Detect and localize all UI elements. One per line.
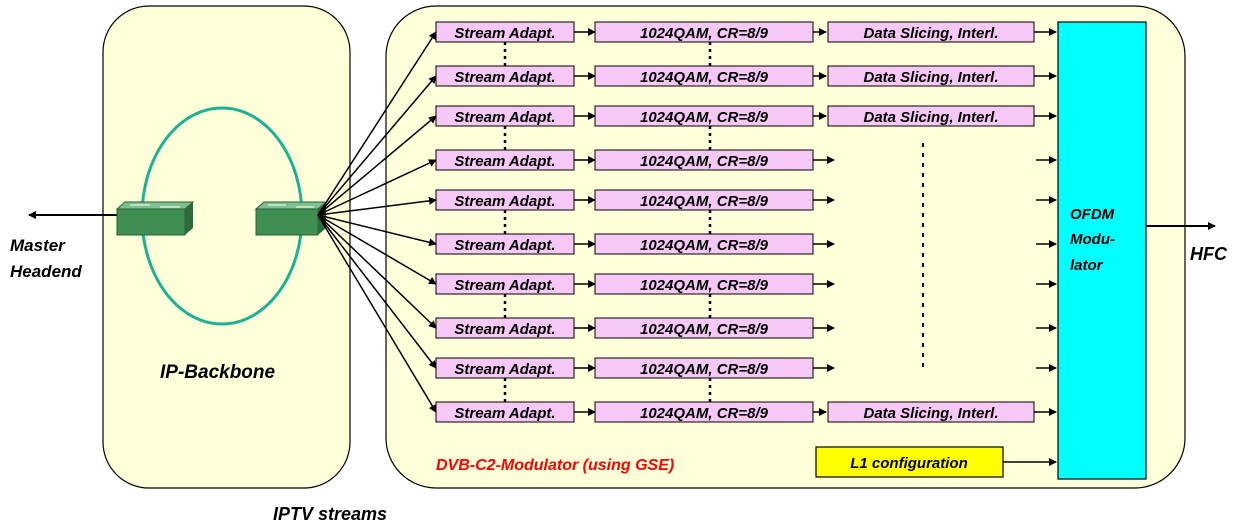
- master-headend-line-1: Master: [10, 236, 66, 255]
- processing-row: Stream Adapt. 1024QAM, CR=8/9: [317, 214, 1057, 339]
- stream-input-arrow: [317, 214, 437, 369]
- stream-input-arrow: [317, 75, 437, 216]
- hfc-label: HFC: [1190, 244, 1228, 264]
- processing-row: Stream Adapt. 1024QAM, CR=8/9: [317, 189, 1057, 216]
- processing-row: Stream Adapt. 1024QAM, CR=8/9: [317, 214, 1057, 295]
- master-headend-line-2: Headend: [10, 262, 82, 281]
- stream-input-arrow: [317, 214, 437, 247]
- data-slicing-label: Data Slicing, Interl.: [863, 109, 998, 126]
- data-slicing-label: Data Slicing, Interl.: [863, 405, 998, 422]
- right-switch-icon: [254, 201, 328, 236]
- stream-adapt-label: Stream Adapt.: [454, 193, 555, 210]
- stream-input-arrow: [317, 196, 437, 216]
- qam-label: 1024QAM, CR=8/9: [640, 153, 769, 170]
- stream-adapt-label: Stream Adapt.: [454, 25, 555, 42]
- qam-label: 1024QAM, CR=8/9: [640, 69, 769, 86]
- stream-adapt-label: Stream Adapt.: [454, 361, 555, 378]
- ip-backbone-label: IP-Backbone: [160, 362, 276, 383]
- stream-adapt-label: Stream Adapt.: [454, 321, 555, 338]
- ofdm-modulator-label: OFDM Modu- lator: [1070, 206, 1119, 274]
- qam-label: 1024QAM, CR=8/9: [640, 321, 769, 338]
- qam-label: 1024QAM, CR=8/9: [640, 405, 769, 422]
- stream-adapt-label: Stream Adapt.: [454, 69, 555, 86]
- qam-label: 1024QAM, CR=8/9: [640, 277, 769, 294]
- dvb-c2-modulator-label: DVB-C2-Modulator (using GSE): [436, 457, 674, 474]
- stream-adapt-label: Stream Adapt.: [454, 237, 555, 254]
- data-slicing-label: Data Slicing, Interl.: [863, 25, 998, 42]
- processing-row: Stream Adapt. 1024QAM, CR=8/9: [317, 149, 1057, 216]
- processing-row: Stream Adapt. 1024QAM, CR=8/9: [317, 214, 1057, 379]
- left-switch-icon: [115, 201, 195, 236]
- qam-label: 1024QAM, CR=8/9: [640, 109, 769, 126]
- stream-input-arrow: [317, 214, 437, 413]
- stream-input-arrow: [317, 214, 437, 285]
- data-slicing-label: Data Slicing, Interl.: [863, 69, 998, 86]
- qam-label: 1024QAM, CR=8/9: [640, 193, 769, 210]
- ofdm-line-1: OFDM: [1070, 206, 1115, 223]
- iptv-streams-label: IPTV streams: [273, 504, 387, 524]
- ofdm-line-2: Modu-: [1070, 231, 1115, 248]
- stream-input-arrow: [317, 115, 437, 216]
- qam-label: 1024QAM, CR=8/9: [640, 25, 769, 42]
- ofdm-modulator-block: [1057, 21, 1147, 480]
- stream-input-arrow: [317, 214, 437, 329]
- stream-input-arrow: [317, 159, 437, 216]
- qam-label: 1024QAM, CR=8/9: [640, 361, 769, 378]
- processing-row: Stream Adapt. 1024QAM, CR=8/9: [317, 214, 1057, 255]
- stream-input-arrow: [317, 31, 437, 216]
- master-headend-label: Master Headend: [10, 236, 82, 281]
- qam-label: 1024QAM, CR=8/9: [640, 237, 769, 254]
- ip-backbone-panel: [102, 5, 351, 489]
- stream-adapt-label: Stream Adapt.: [454, 153, 555, 170]
- l1-configuration-label: L1 configuration: [850, 455, 968, 472]
- stream-adapt-label: Stream Adapt.: [454, 277, 555, 294]
- ofdm-line-3: lator: [1070, 257, 1104, 274]
- stream-adapt-label: Stream Adapt.: [454, 405, 555, 422]
- stream-adapt-label: Stream Adapt.: [454, 109, 555, 126]
